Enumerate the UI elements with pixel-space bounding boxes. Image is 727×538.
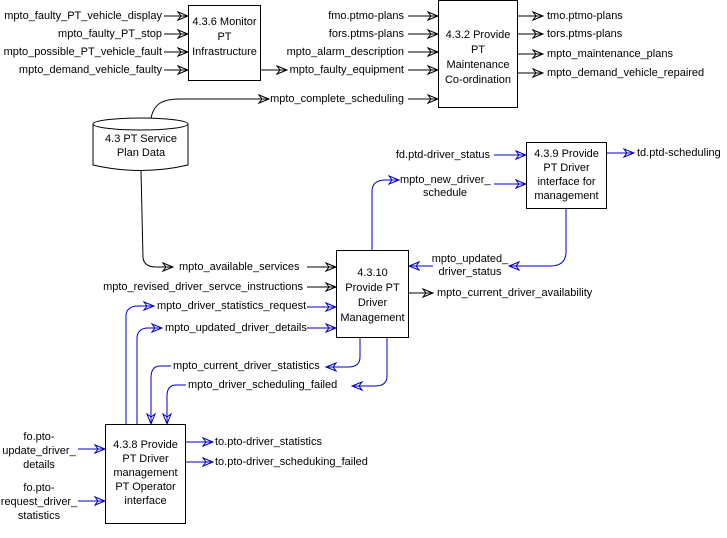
flow-label-line: update_driver_ — [2, 445, 76, 457]
flow-label: mpto_revised_driver_servce_instructions — [103, 281, 303, 293]
flow-label: mpto_complete_scheduling — [270, 93, 404, 105]
flow-line — [140, 169, 173, 267]
flow-label: mpto_faulty_equipment — [289, 64, 404, 76]
process-label: PT — [470, 44, 486, 56]
datastore-label: Plan Data — [116, 147, 166, 159]
process-label: 4.3.8 Provide — [113, 439, 178, 451]
flow-label: fd.ptd-driver_status — [395, 149, 490, 161]
flow-label: fmo.ptmo-plans — [328, 10, 404, 22]
flow-label: mpto_current_driver_statistics — [173, 360, 320, 372]
datastore-4-3-pt-service-plan-data[interactable]: 4.3 PT Service Plan Data — [93, 132, 189, 160]
process-label: interface for — [537, 176, 596, 188]
flow-label: fors.ptms-plans — [328, 28, 404, 40]
flow-line — [352, 337, 388, 386]
process-label: interface — [124, 495, 167, 507]
process-label: Provide PT — [345, 282, 400, 294]
flow-line — [136, 328, 162, 424]
process-4-3-2-provide-pt-maintenance[interactable]: 4.3.2 Provide PT Maintenance Co-ordinati… — [438, 0, 518, 108]
process-label: PT Driver — [543, 162, 590, 174]
flow-label-line: request_driver_ — [0, 496, 78, 508]
flow-line — [167, 384, 186, 424]
process-label: 4.3.6 Monitor — [192, 16, 257, 28]
process-label: management — [113, 467, 178, 479]
process-label: PT Driver — [122, 453, 169, 465]
process-label: 4.3.10 — [357, 267, 388, 279]
flow-label: to.pto-driver_statistics — [215, 436, 322, 448]
flow-label: mpto_available_services — [179, 261, 300, 273]
flow-label: mpto_driver_scheduling_failed — [188, 379, 338, 391]
process-label: Co-ordination — [444, 74, 512, 86]
flow-label: mpto_faulty_PT_stop — [58, 28, 162, 40]
flow-label-line: statistics — [17, 510, 61, 522]
datastore-cylinder — [92, 117, 189, 171]
process-4-3-8-provide-pt-operator-interface[interactable]: 4.3.8 Provide PT Driver management PT Op… — [105, 424, 186, 524]
flow-label-line: fo.pto- — [23, 431, 55, 443]
process-label: Driver — [357, 297, 388, 309]
flow-label: mpto_new_driver_ schedule — [400, 174, 491, 200]
process-label: Management — [340, 312, 405, 324]
flow-label: mpto_current_driver_availability — [437, 287, 593, 299]
process-label: Infrastructure — [192, 46, 257, 58]
flow-label-line: mpto_new_driver_ — [400, 174, 491, 186]
flow-label: mpto_alarm_description — [286, 46, 404, 58]
flow-line — [151, 365, 171, 424]
process-4-3-9-provide-pt-driver-interface[interactable]: 4.3.9 Provide PT Driver interface for ma… — [526, 142, 607, 209]
flow-line — [125, 306, 154, 424]
flow-label-line: fo.pto- — [23, 482, 55, 494]
flow-label: fo.pto- update_driver_ details — [0, 430, 78, 472]
flow-label: tmo.ptmo-plans — [547, 10, 623, 22]
process-label: 4.3.9 Provide — [534, 148, 599, 160]
flow-line — [326, 337, 361, 367]
flow-label: td.ptd-scheduling — [637, 147, 721, 159]
flow-label-line: details — [23, 459, 55, 471]
datastore-label: 4.3 PT Service — [105, 133, 177, 145]
flow-label: mpto_driver_statistics_request — [157, 300, 307, 312]
flow-label: mpto_demand_vehicle_repaired — [547, 67, 705, 79]
flow-label: tors.ptms-plans — [547, 28, 623, 40]
process-label: management — [534, 190, 599, 202]
flow-label-line: driver_status — [438, 266, 502, 278]
flow-label: to.pto-driver_scheduking_failed — [215, 456, 368, 468]
process-label: Maintenance — [446, 59, 510, 71]
flow-line — [509, 208, 567, 266]
process-label: 4.3.2 Provide — [445, 29, 511, 41]
flow-label-line: schedule — [422, 187, 468, 199]
flow-label: mpto_updated_ driver_status — [430, 253, 510, 279]
flow-label: mpto_demand_vehicle_faulty — [18, 64, 162, 76]
flow-label-line: mpto_updated_ — [431, 253, 509, 265]
flow-label: mpto_faulty_PT_vehicle_display — [4, 10, 162, 22]
process-4-3-10-provide-pt-driver-management[interactable]: 4.3.10 Provide PT Driver Management — [336, 250, 409, 338]
flow-label: mpto_updated_driver_details — [165, 322, 307, 334]
flow-label: mpto_possible_PT_vehicle_fault — [3, 46, 162, 58]
flow-line — [371, 180, 399, 250]
flow-label: mpto_maintenance_plans — [547, 48, 673, 60]
process-label: PT Operator — [115, 481, 176, 493]
flow-line — [150, 99, 269, 119]
process-label: PT — [217, 31, 232, 43]
flow-label: fo.pto- request_driver_ statistics — [0, 481, 78, 523]
process-4-3-6-monitor-pt-infrastructure[interactable]: 4.3.6 Monitor PT Infrastructure — [188, 5, 261, 81]
